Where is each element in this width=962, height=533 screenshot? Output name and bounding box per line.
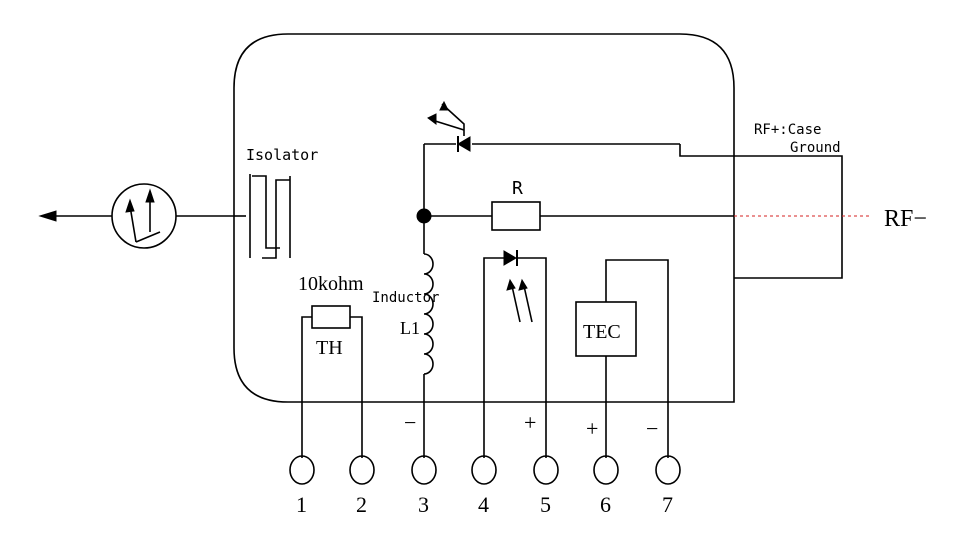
connector-pins <box>289 455 681 485</box>
pin4-wire <box>483 257 504 458</box>
thermistor-body <box>311 305 351 329</box>
pin-number-7: 7 <box>662 492 673 517</box>
pin-number-1: 1 <box>296 492 307 517</box>
inductor-ref-label: L1 <box>400 318 420 338</box>
resistor-r <box>491 201 541 231</box>
pin5-wire <box>518 257 547 458</box>
pin7-polarity: − <box>646 416 658 441</box>
tec-label: TEC <box>583 321 621 343</box>
module-case <box>233 33 735 403</box>
pin7-wire <box>605 259 669 458</box>
photodiode-triangle <box>457 136 471 152</box>
rf-plus-wire <box>679 144 843 279</box>
rf-minus-label: RF− <box>884 206 927 232</box>
inductor-coil <box>423 253 434 375</box>
ground-label: Ground <box>790 140 841 156</box>
junction-node <box>416 208 432 224</box>
laser-emission-arrows <box>511 285 521 323</box>
thermistor-label: TH <box>316 337 343 359</box>
pin-number-6: 6 <box>600 492 611 517</box>
pin-number-5: 5 <box>540 492 551 517</box>
rf-plus-label: RF+:Case <box>754 122 821 138</box>
pin1-wire <box>301 316 312 458</box>
pin5-polarity: + <box>524 410 536 435</box>
resistor-label: R <box>512 178 523 199</box>
pd-light-arrows <box>441 103 465 136</box>
pin-number-4: 4 <box>478 492 489 517</box>
pin-number-2: 2 <box>356 492 367 517</box>
isolator-label: Isolator <box>246 146 318 164</box>
pin3-polarity: − <box>404 410 416 435</box>
inductor-label: Inductor <box>372 290 439 306</box>
laser-diode-triangle <box>503 250 517 266</box>
output-coupler-circle <box>111 183 177 249</box>
pin-number-3: 3 <box>418 492 429 517</box>
pin6-polarity: + <box>586 416 598 441</box>
output-arrowhead <box>38 210 57 222</box>
isolator-symbol <box>249 174 291 259</box>
pin2-wire <box>350 316 363 458</box>
thermistor-value-label: 10kohm <box>298 273 364 295</box>
